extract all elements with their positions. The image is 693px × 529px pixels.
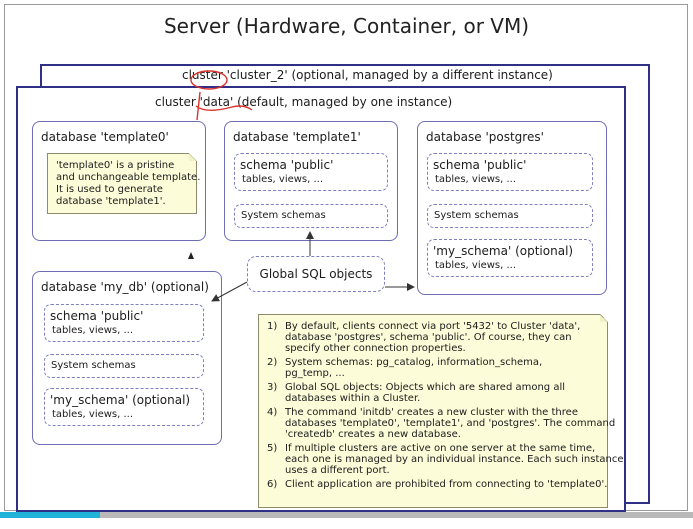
schema-public-title: schema 'public'	[433, 158, 527, 172]
database-my-db-title: database 'my_db' (optional)	[41, 280, 209, 294]
note-item: 1)By default, clients connect via port '…	[267, 321, 581, 354]
schema-public-contents: tables, views, ...	[435, 174, 517, 185]
postgres-system-schemas: System schemas	[427, 204, 593, 228]
notes-list: 1)By default, clients connect via port '…	[267, 321, 624, 493]
note-fold-corner	[600, 314, 608, 322]
database-template0-title: database 'template0'	[41, 130, 169, 144]
note-item: 6)Client application are prohibited from…	[267, 479, 608, 490]
template1-schema-public: schema 'public' tables, views, ...	[234, 153, 388, 191]
note-item: 2)System schemas: pg_catalog, informatio…	[267, 357, 543, 379]
video-progress-bar[interactable]	[0, 512, 693, 518]
schema-public-title: schema 'public'	[50, 309, 144, 323]
schema-public-title: schema 'public'	[240, 158, 334, 172]
database-template0: database 'template0' 'template0' is a pr…	[32, 121, 206, 241]
postgres-schema-public: schema 'public' tables, views, ...	[427, 153, 593, 191]
note-item: 3)Global SQL objects: Objects which are …	[267, 382, 566, 404]
my-schema-title: 'my_schema' (optional)	[50, 393, 191, 407]
video-progress-fill	[0, 512, 101, 518]
note-item: 5)If multiple clusters are active on one…	[267, 443, 624, 476]
my-schema-contents: tables, views, ...	[52, 409, 134, 420]
system-schemas-label: System schemas	[51, 360, 136, 371]
database-postgres-title: database 'postgres'	[426, 130, 544, 144]
template1-system-schemas: System schemas	[234, 204, 388, 228]
template0-note-line-1: 'template0' is a pristine	[56, 160, 175, 171]
global-sql-objects: Global SQL objects	[247, 256, 385, 292]
system-schemas-label: System schemas	[241, 210, 326, 221]
database-my-db: database 'my_db' (optional) schema 'publ…	[32, 271, 222, 445]
red-annotation	[190, 70, 253, 121]
note-fold-corner	[189, 153, 197, 161]
schema-public-contents: tables, views, ...	[52, 325, 134, 336]
my-db-schema-public: schema 'public' tables, views, ...	[44, 304, 204, 342]
my-schema-contents: tables, views, ...	[435, 260, 517, 271]
template0-note-line-3: It is used to generate	[56, 184, 163, 195]
schema-public-contents: tables, views, ...	[242, 174, 324, 185]
arrow-to-my-db	[211, 281, 248, 302]
my-db-my-schema: 'my_schema' (optional) tables, views, ..…	[44, 388, 204, 426]
database-template1-title: database 'template1'	[233, 130, 361, 144]
my-db-system-schemas: System schemas	[44, 354, 204, 378]
postgres-my-schema: 'my_schema' (optional) tables, views, ..…	[427, 239, 593, 277]
notes-box: 1)By default, clients connect via port '…	[258, 314, 624, 508]
template0-note-line-4: database 'template1'.	[56, 196, 166, 207]
template0-note: 'template0' is a pristine and unchangeab…	[47, 153, 201, 214]
database-template1: database 'template1' schema 'public' tab…	[224, 121, 398, 241]
cluster-2-label: cluster 'cluster_2' (optional, managed b…	[182, 68, 553, 82]
system-schemas-label: System schemas	[434, 210, 519, 221]
cluster-data-label: cluster 'data' (default, managed by one …	[155, 95, 453, 109]
mouse-cursor	[188, 252, 194, 259]
database-postgres: database 'postgres' schema 'public' tabl…	[417, 121, 607, 295]
note-item: 4)The command 'initdb' creates a new clu…	[267, 407, 616, 440]
my-schema-title: 'my_schema' (optional)	[433, 244, 574, 258]
template0-note-line-2: and unchangeable template.	[56, 172, 201, 183]
diagram-title: Server (Hardware, Container, or VM)	[163, 14, 530, 38]
